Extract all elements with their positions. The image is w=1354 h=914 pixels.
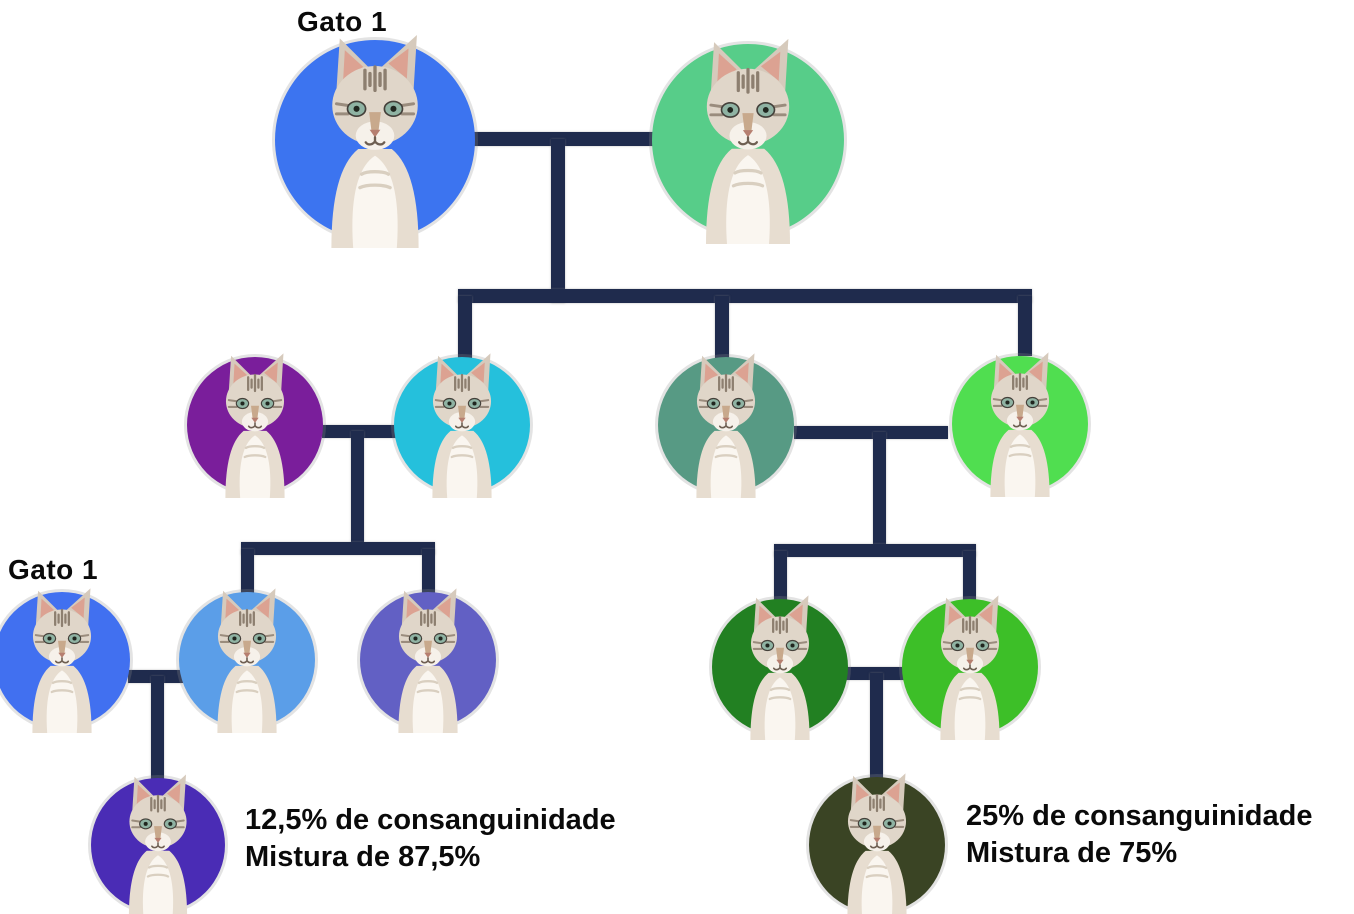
caption-right-line1: 25% de consanguinidade [966, 800, 1313, 832]
cat-portrait-icon [127, 773, 189, 914]
cat-node-gen3-child-slate [360, 587, 496, 735]
connector-drop-darkolive-kitten [870, 673, 883, 780]
connector-gen3-left-sibling-bar [241, 542, 435, 555]
cat-node-gen1-sire [275, 33, 475, 250]
cat-node-gen4-kitten-indigo [91, 773, 225, 914]
caption-right-line2: Mistura de 75% [966, 837, 1178, 869]
connector-gen2-sibling-bar [458, 289, 1032, 303]
connector-drop-purple-cyan [351, 431, 364, 549]
cat-portrait-icon [431, 352, 493, 500]
cat-node-gen3-child-lightblue [179, 587, 315, 735]
cat-node-gen4-kitten-darkolive [809, 772, 945, 914]
connector-gen3-right-sibling-bar [774, 544, 976, 557]
connector-drop-brightgreen [963, 551, 976, 601]
cat-node-gen2-child-teal [658, 352, 794, 500]
connector-drop-darkgreen [774, 551, 787, 601]
caption-right: 25% de consanguinidade Mistura de 75% [966, 798, 1312, 872]
connector-gen1-drop [551, 139, 565, 303]
connector-couple-teal-lightgreen [794, 426, 948, 439]
connector-drop-indigo-kitten [151, 676, 164, 780]
cat-node-gen2-child-cyan [394, 352, 530, 500]
connector-drop-lightgreen [1018, 296, 1032, 356]
caption-left-line1: 12,5% de consanguinidade [245, 804, 616, 836]
cat-portrait-icon [397, 587, 459, 735]
cat-node-gen1-dam [652, 37, 844, 246]
gen1-sire-label: Gato 1 [297, 6, 388, 37]
cat-portrait-icon [704, 37, 792, 246]
cat-portrait-icon [749, 594, 811, 742]
connector-drop-teal-lightgreen [873, 432, 886, 551]
caption-left-line2: Mistura de 87,5% [245, 841, 481, 873]
cat-node-gen3-child-darkgreen [712, 594, 848, 742]
cat-node-gen3-sire-repeat [0, 587, 130, 735]
cat-portrait-icon [329, 33, 421, 250]
cat-node-gen3-child-brightgreen [902, 594, 1038, 742]
cat-portrait-icon [224, 352, 286, 500]
connector-drop-slate [422, 549, 435, 595]
connector-drop-teal [715, 296, 729, 360]
connector-drop-lightblue [241, 549, 254, 595]
cat-portrait-icon [989, 351, 1051, 499]
cat-portrait-icon [695, 352, 757, 500]
cat-portrait-icon [846, 772, 908, 914]
gen1-sire-repeat-label: Gato 1 [8, 554, 99, 585]
cat-portrait-icon [31, 587, 93, 735]
cat-node-gen2-child-lightgreen [952, 351, 1088, 499]
cat-node-gen2-mate-purple [187, 352, 323, 500]
cat-portrait-icon [939, 594, 1001, 742]
cat-portrait-icon [216, 587, 278, 735]
caption-left: 12,5% de consanguinidade Mistura de 87,5… [245, 802, 616, 876]
connector-drop-cyan [458, 296, 472, 360]
